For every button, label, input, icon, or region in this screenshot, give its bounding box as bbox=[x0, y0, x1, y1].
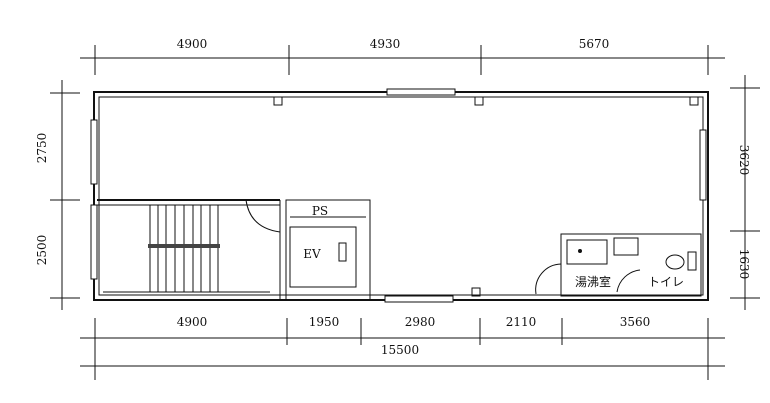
elevator bbox=[289, 226, 357, 288]
right-dimension-line: 3620 1630 bbox=[730, 75, 760, 310]
sink bbox=[566, 239, 608, 265]
dim-bottom-3: 2980 bbox=[405, 315, 436, 329]
dim-left-2: 2500 bbox=[35, 235, 49, 266]
dim-bottom-2: 1950 bbox=[309, 315, 340, 329]
dim-bottom-5: 3560 bbox=[620, 315, 651, 329]
dim-top-2: 4930 bbox=[370, 37, 401, 51]
stair-core: PS EV bbox=[97, 199, 371, 301]
room-ps: PS bbox=[312, 204, 328, 218]
door-swing-kitchen bbox=[535, 263, 562, 295]
dim-total: 15500 bbox=[381, 343, 419, 357]
dim-bottom-4: 2110 bbox=[506, 315, 537, 329]
room-toilet: トイレ bbox=[648, 275, 684, 289]
wet-area: 湯沸室 トイレ bbox=[535, 233, 702, 297]
bottom-dimension-line: 4900 1950 2980 2110 3560 15500 bbox=[80, 315, 725, 380]
building-walls bbox=[90, 88, 709, 303]
dim-right-2: 1630 bbox=[737, 249, 751, 280]
dim-top-1: 4900 bbox=[177, 37, 208, 51]
toilet-sink bbox=[613, 237, 639, 256]
window-left-1 bbox=[90, 119, 98, 185]
door-swing bbox=[245, 199, 281, 233]
stairs bbox=[148, 205, 220, 292]
top-dimension-line: 4900 4930 5670 bbox=[80, 37, 725, 75]
toilet bbox=[665, 254, 685, 270]
dim-bottom-1: 4900 bbox=[177, 315, 208, 329]
door-swing-toilet bbox=[616, 269, 641, 293]
dim-right-1: 3620 bbox=[737, 145, 751, 176]
window-top bbox=[386, 88, 456, 96]
room-kitchen: 湯沸室 bbox=[575, 274, 611, 289]
left-dimension-line: 2750 2500 bbox=[35, 80, 80, 310]
dim-top-3: 5670 bbox=[579, 37, 610, 51]
window-bottom bbox=[384, 295, 454, 303]
window-right bbox=[699, 129, 707, 201]
dim-left-1: 2750 bbox=[35, 133, 49, 164]
window-left-2 bbox=[90, 204, 98, 280]
room-ev: EV bbox=[303, 247, 321, 261]
